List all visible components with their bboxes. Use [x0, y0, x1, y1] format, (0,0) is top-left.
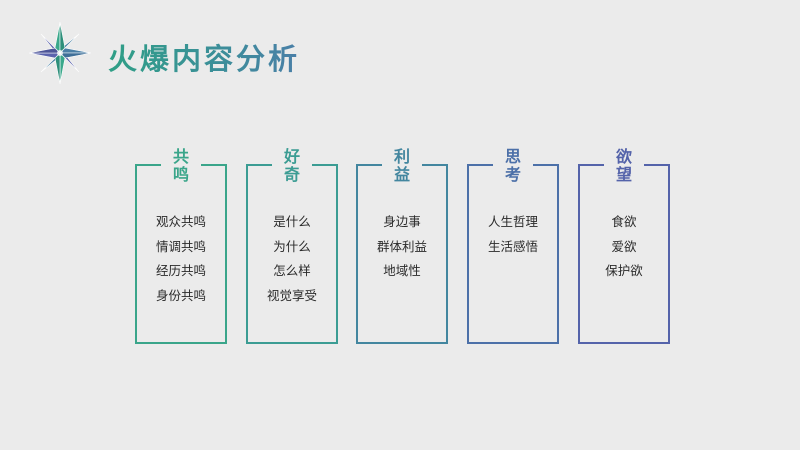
list-item: 为什么: [273, 238, 311, 254]
card-heading-resonance: 共 鸣: [161, 148, 201, 184]
card-item-list: 食欲 爱欲 保护欲: [578, 210, 670, 284]
list-item: 人生哲理: [487, 214, 538, 229]
list-item: 经历共鸣: [155, 263, 206, 278]
list-item: 是什么: [273, 214, 311, 229]
list-item: 生活感悟: [487, 238, 538, 254]
card-item-list: 观众共鸣 情调共鸣 经历共鸣 身份共鸣: [135, 210, 227, 308]
card-heading-line: 欲: [615, 147, 632, 166]
list-item: 情调共鸣: [155, 238, 206, 254]
list-item: 爱欲: [611, 238, 637, 254]
compass-star-icon: [28, 21, 92, 85]
list-item: 怎么样: [273, 263, 311, 278]
card-heading-line: 鸣: [172, 165, 189, 184]
card-item-list: 是什么 为什么 怎么样 视觉享受: [246, 210, 338, 308]
card-heading-interest: 利 益: [382, 148, 422, 184]
card-heading-line: 望: [615, 165, 632, 184]
card-heading-line: 奇: [283, 165, 300, 184]
card-item-list: 人生哲理 生活感悟: [467, 210, 559, 259]
card-heading-line: 好: [283, 147, 300, 166]
card-heading-line: 考: [504, 165, 521, 184]
list-item: 身份共鸣: [155, 287, 206, 303]
card-heading-line: 利: [393, 147, 410, 166]
list-item: 观众共鸣: [155, 214, 206, 229]
card-heading-desire: 欲 望: [604, 148, 644, 184]
list-item: 群体利益: [376, 238, 427, 254]
card-heading-line: 共: [172, 147, 189, 166]
slide-title: 火爆内容分析: [108, 42, 301, 76]
card-heading-thinking: 思 考: [493, 148, 533, 184]
card-item-list: 身边事 群体利益 地域性: [356, 210, 448, 284]
card-heading-line: 思: [504, 147, 521, 166]
list-item: 身边事: [383, 214, 421, 229]
card-heading-curiosity: 好 奇: [272, 148, 312, 184]
list-item: 视觉享受: [266, 287, 317, 303]
list-item: 食欲: [611, 214, 637, 229]
card-heading-line: 益: [393, 165, 410, 184]
list-item: 保护欲: [605, 263, 643, 278]
list-item: 地域性: [383, 263, 421, 278]
